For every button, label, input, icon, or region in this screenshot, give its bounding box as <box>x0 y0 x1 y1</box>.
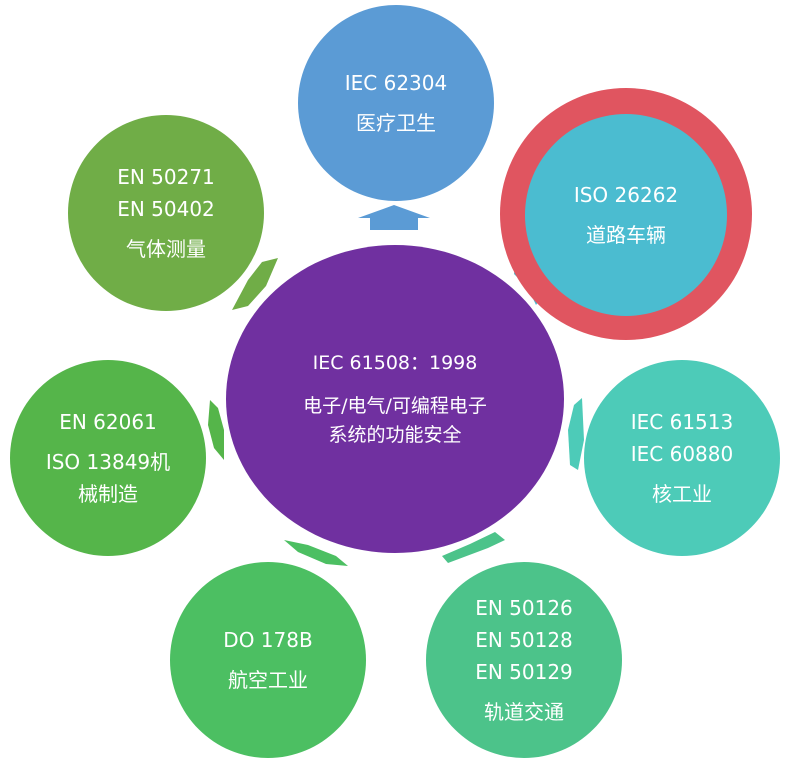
domain-label: 航空工业 <box>228 668 308 692</box>
standard-label: EN 62061 <box>59 410 157 434</box>
hub-circle: IEC 61508：1998 电子/电气/可编程电子 系统的功能安全 <box>226 245 564 553</box>
domain-label: 道路车辆 <box>586 223 666 247</box>
standard-label: EN 50126 <box>475 596 573 620</box>
standard-label: EN 50402 <box>117 197 215 221</box>
arrow-to-rail <box>442 532 505 563</box>
node-medical: IEC 62304 医疗卫生 <box>298 5 494 201</box>
domain-label: 械制造 <box>78 482 138 506</box>
hub-line-2: 系统的功能安全 <box>328 423 462 446</box>
node-machinery: EN 62061 ISO 13849机 械制造 <box>10 360 206 556</box>
node-nuclear: IEC 61513 IEC 60880 核工业 <box>584 360 780 556</box>
standard-label: EN 50271 <box>117 165 215 189</box>
node-rail: EN 50126 EN 50128 EN 50129 轨道交通 <box>426 562 622 758</box>
hub-line-1: 电子/电气/可编程电子 <box>303 394 487 417</box>
node-gas: EN 50271 EN 50402 气体测量 <box>68 115 264 311</box>
arrow-to-medical <box>358 205 430 230</box>
standard-label: EN 50129 <box>475 660 573 684</box>
arrow-to-machinery <box>208 400 224 460</box>
domain-label: 轨道交通 <box>484 700 564 724</box>
domain-label: 气体测量 <box>126 237 206 261</box>
standard-label: EN 50128 <box>475 628 573 652</box>
domain-label: 核工业 <box>652 482 712 506</box>
hub-title: IEC 61508：1998 <box>312 351 478 374</box>
domain-label: 医疗卫生 <box>356 111 436 135</box>
standard-label: IEC 62304 <box>344 71 448 95</box>
arrow-to-aviation <box>284 540 348 566</box>
arrow-to-gas <box>232 258 278 310</box>
standard-label: ISO 26262 <box>573 183 679 207</box>
standard-label: IEC 60880 <box>630 442 734 466</box>
standard-label: DO 178B <box>223 628 313 652</box>
node-automotive: ISO 26262 道路车辆 <box>525 114 727 316</box>
standard-label: ISO 13849机 <box>45 450 171 474</box>
standard-label: IEC 61513 <box>630 410 734 434</box>
arrow-to-nuclear <box>568 398 584 470</box>
node-aviation: DO 178B 航空工业 <box>170 562 366 758</box>
